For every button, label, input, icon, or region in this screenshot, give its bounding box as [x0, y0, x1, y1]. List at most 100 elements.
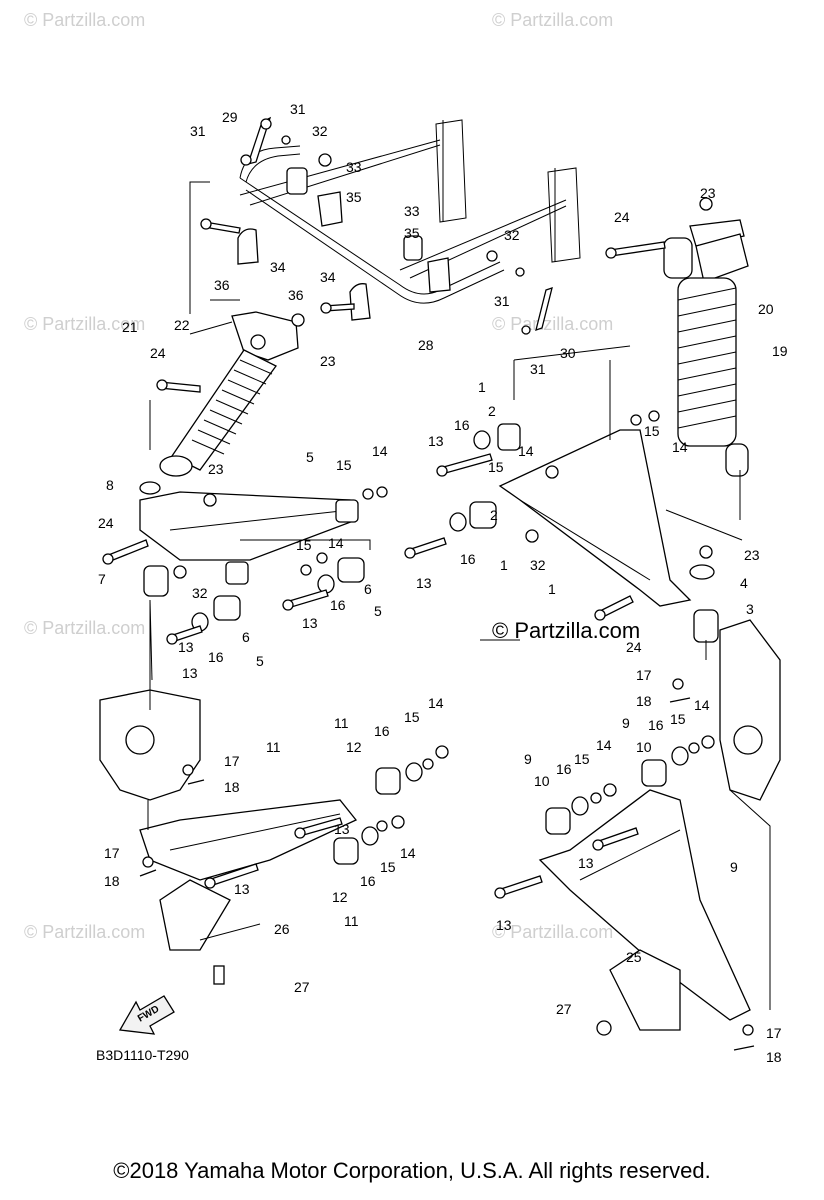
- clamp-bracket: [349, 283, 371, 321]
- callout: 32: [312, 123, 328, 139]
- callout: 36: [288, 287, 304, 303]
- leader-line: [665, 509, 743, 541]
- callout: 13: [178, 639, 194, 655]
- callout: 11: [266, 739, 281, 755]
- callout: 13: [416, 575, 432, 591]
- callout: 21: [122, 319, 138, 335]
- left-upper-arm: [102, 486, 388, 645]
- washer: [300, 564, 312, 576]
- callout: 15: [380, 859, 396, 875]
- knuckle-hub: [733, 725, 763, 755]
- callout: 23: [208, 461, 224, 477]
- washer: [281, 135, 291, 145]
- callout: 32: [530, 557, 546, 573]
- cotter-pin: [669, 697, 691, 703]
- callout: 14: [694, 697, 710, 713]
- washer: [521, 325, 531, 335]
- shock-reservoir-mount: [689, 219, 745, 247]
- lower-arm-body: [538, 789, 751, 1021]
- bolt-head: [436, 465, 448, 477]
- callout: 17: [224, 753, 240, 769]
- guard: [159, 879, 231, 951]
- washer: [515, 267, 525, 277]
- bolt-head: [282, 599, 294, 611]
- right-lower-arm: [494, 678, 755, 1051]
- shock-body: [171, 349, 277, 471]
- bolt-head: [156, 379, 168, 391]
- leader-line: [729, 789, 771, 1010]
- callout: 23: [744, 547, 760, 563]
- bolt-head: [404, 547, 416, 559]
- callout: 3: [746, 601, 754, 617]
- washer: [362, 488, 374, 500]
- ring: [139, 481, 161, 495]
- arm-edge: [169, 509, 351, 531]
- bushing: [545, 807, 571, 835]
- nut: [391, 815, 405, 829]
- callout: 35: [404, 225, 420, 241]
- callout: 18: [636, 693, 652, 709]
- arm-edge: [169, 813, 341, 851]
- callout: 24: [98, 515, 114, 531]
- shock-reservoir: [695, 233, 749, 283]
- nut: [435, 745, 449, 759]
- callout: 14: [596, 737, 612, 753]
- callout: 18: [104, 873, 120, 889]
- callouts: 31 29 31 32 33 35 33 35 32 34 36 34 36 3…: [98, 101, 788, 1065]
- bushing: [286, 167, 308, 195]
- bushing: [335, 499, 359, 523]
- fwd-arrow: FWD: [118, 995, 175, 1035]
- ring: [689, 564, 715, 580]
- watermark: © Partzilla.com: [24, 618, 145, 638]
- nut: [318, 153, 332, 167]
- bolt-head: [320, 302, 332, 314]
- bushing: [497, 423, 521, 451]
- screw-head: [596, 1020, 612, 1036]
- right-shock-absorber: [605, 197, 749, 477]
- washer: [590, 792, 602, 804]
- cotter-pin: [187, 779, 205, 785]
- nut: [699, 545, 713, 559]
- watermark: © Partzilla.com: [492, 922, 613, 942]
- cotter-pin: [733, 1045, 755, 1051]
- callout: 32: [504, 227, 520, 243]
- callout: 34: [270, 259, 286, 275]
- stabilizer-bar-edge: [245, 189, 505, 304]
- callout: 14: [372, 443, 388, 459]
- nut: [142, 856, 154, 868]
- callout: 20: [758, 301, 774, 317]
- callout: 1: [548, 581, 556, 597]
- leader-line: [199, 923, 261, 941]
- callout: 13: [428, 433, 444, 449]
- callout: 36: [214, 277, 230, 293]
- leader-line: [513, 345, 631, 361]
- end-link-ball: [260, 118, 272, 130]
- callout: 23: [700, 185, 716, 201]
- callout: 12: [346, 739, 362, 755]
- watermark: © Partzilla.com: [24, 922, 145, 942]
- callout: 22: [174, 317, 190, 333]
- shock-mount-eye: [250, 334, 266, 350]
- bushing: [333, 837, 359, 865]
- shock-body: [677, 277, 737, 447]
- bushing: [403, 235, 423, 261]
- callout: 18: [224, 779, 240, 795]
- center-watermark: © Partzilla.com: [492, 618, 640, 643]
- leader-line: [149, 599, 153, 681]
- callout: 15: [488, 459, 504, 475]
- washer: [571, 796, 589, 816]
- clamp-bracket: [237, 228, 259, 265]
- shock-lower-eye: [159, 455, 193, 477]
- copyright-notice: ©2018 Yamaha Motor Corporation, U.S.A. A…: [113, 1158, 711, 1183]
- arm-edge: [579, 829, 681, 881]
- bushing: [641, 759, 667, 787]
- washer: [376, 820, 388, 832]
- callout: 10: [636, 739, 652, 755]
- washer: [449, 512, 467, 532]
- callout: 34: [320, 269, 336, 285]
- nut: [376, 486, 388, 498]
- bushing: [225, 561, 249, 585]
- leader-line: [239, 139, 441, 196]
- callout: 16: [208, 649, 224, 665]
- nut: [545, 465, 559, 479]
